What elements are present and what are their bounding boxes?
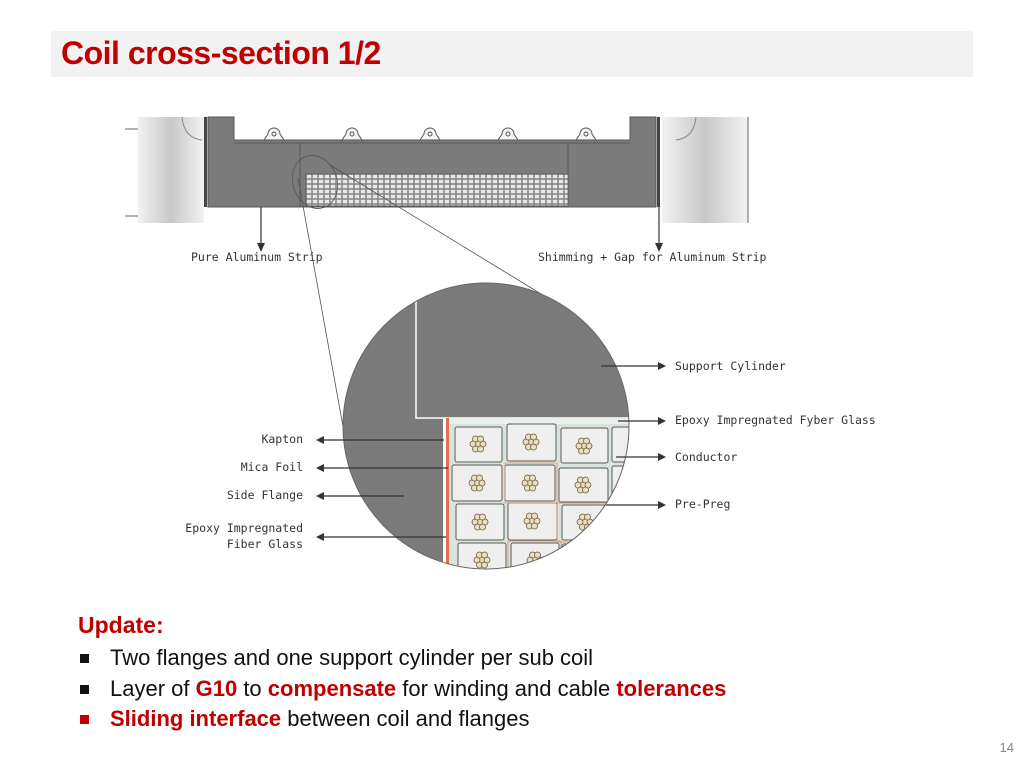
highlight-compensate: compensate <box>267 675 397 701</box>
label-mica-foil: Mica Foil <box>241 460 303 474</box>
label-epoxy-fiber-glass-1: Epoxy Impregnated <box>185 521 303 535</box>
highlight-tolerances: tolerances <box>616 675 727 701</box>
arrow-kapton <box>316 436 324 444</box>
bullet-text-part: to <box>237 675 268 701</box>
bullet-text-part: between coil and flanges <box>281 706 530 731</box>
label-pure-aluminum-strip: Pure Aluminum Strip <box>191 250 323 264</box>
bullet-text-part: Layer of <box>110 675 196 701</box>
label-epoxy-fiber-glass-2: Fiber Glass <box>227 537 303 551</box>
arrow-support-cylinder <box>658 362 666 370</box>
bullet-item: Two flanges and one support cylinder per… <box>78 643 978 674</box>
bullet-text-part: for winding and cable <box>396 675 617 701</box>
title-bar: Coil cross-section 1/2 <box>51 31 973 77</box>
bullet-text: Two flanges and one support cylinder per… <box>110 645 594 670</box>
arrow-epoxy-fiber-glass <box>316 533 324 541</box>
highlight-sliding-interface: Sliding interface <box>110 706 282 731</box>
zoomed-detail <box>343 283 629 569</box>
left-side-structure <box>138 117 204 223</box>
label-shimming-gap: Shimming + Gap for Aluminum Strip <box>538 250 767 264</box>
arrow-mica-foil <box>316 464 324 472</box>
zoom-circle-outline <box>342 282 630 570</box>
zoom-line-right <box>329 164 547 298</box>
label-side-flange: Side Flange <box>227 488 303 502</box>
bullet-item: Sliding interface between coil and flang… <box>78 704 978 735</box>
label-support-cylinder: Support Cylinder <box>675 359 786 373</box>
arrow-side-flange <box>316 492 324 500</box>
update-section: Update: Two flanges and one support cyli… <box>78 612 978 735</box>
mica-layer <box>446 418 449 569</box>
top-cross-section: Pure Aluminum Strip Shimming + Gap for A… <box>125 116 767 264</box>
square-bullet-icon <box>80 684 89 694</box>
arrow-down-right <box>655 243 663 252</box>
arrow-conductor <box>658 453 666 461</box>
zoom-region-marker <box>291 155 339 209</box>
conductor-grid <box>451 423 629 569</box>
left-labels: Kapton Mica Foil Side Flange Epoxy Impre… <box>185 432 448 551</box>
label-conductor: Conductor <box>675 450 737 464</box>
square-bullet-icon <box>80 654 89 663</box>
update-heading: Update: <box>78 612 164 638</box>
slide-title: Coil cross-section 1/2 <box>61 35 381 71</box>
kapton-layer <box>443 418 446 569</box>
arrow-prepreg <box>658 501 666 509</box>
arrow-epoxy-fyber <box>658 417 666 425</box>
coil-winding-pack <box>305 173 569 207</box>
highlight-g10: G10 <box>195 675 238 701</box>
bullet-item: Layer of G10 to compensate for winding a… <box>78 674 978 705</box>
right-labels: Support Cylinder Epoxy Impregnated Fyber… <box>601 359 876 511</box>
square-bullet-icon <box>80 715 89 724</box>
label-prepreg: Pre-Preg <box>675 497 730 511</box>
right-side-structure <box>662 117 748 223</box>
update-list: Two flanges and one support cylinder per… <box>78 643 978 735</box>
label-epoxy-fyber-glass: Epoxy Impregnated Fyber Glass <box>675 413 876 427</box>
zoom-line-left <box>297 177 345 433</box>
lifting-lugs <box>263 127 597 141</box>
arrow-down-left <box>257 243 265 252</box>
label-kapton: Kapton <box>261 432 303 446</box>
page-number: 14 <box>999 740 1014 755</box>
